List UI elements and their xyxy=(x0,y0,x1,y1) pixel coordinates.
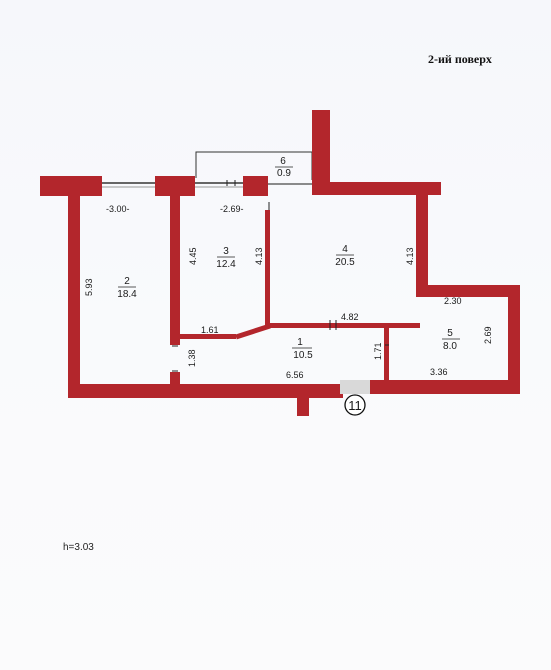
wall-right-room4 xyxy=(416,182,428,297)
dim-room3-height: 4.45 xyxy=(188,247,198,265)
wall-room4-hall xyxy=(270,323,420,328)
wall-room2-room3 xyxy=(170,190,180,345)
walls xyxy=(40,110,520,416)
dim-room2-width: -3.00- xyxy=(106,204,130,214)
room-2-area: 18.4 xyxy=(117,289,137,300)
dim-room2-height: 5.93 xyxy=(84,278,94,296)
dim-hall-left-height: 1.38 xyxy=(187,349,197,367)
axis-marker-circle xyxy=(344,394,366,416)
dim-room3-width: -2.69- xyxy=(220,204,244,214)
wall-stub-top xyxy=(312,110,330,192)
room-labels: 2 18.4 3 12.4 4 20.5 1 10.5 5 8.0 6 0.9 xyxy=(117,156,460,361)
door-ticks xyxy=(172,180,389,372)
room-1-area: 10.5 xyxy=(293,350,313,361)
dim-room5-right: 2.69 xyxy=(483,326,493,344)
wall-hall-room5 xyxy=(384,327,389,382)
wall-bottom-door xyxy=(340,380,370,394)
wall-stub-bottom xyxy=(297,394,309,416)
wall-pillar-right xyxy=(243,176,268,196)
wall-top-right xyxy=(312,182,441,195)
dim-room5-top: 2.30 xyxy=(444,296,462,306)
wall-bottom-right xyxy=(370,380,520,394)
wall-room3-room4 xyxy=(265,210,270,328)
axis-marker-label: 11 xyxy=(348,398,362,413)
dim-hall-right-height: 1.71 xyxy=(373,342,383,360)
wall-diagonal xyxy=(235,323,271,340)
room-5-number: 5 xyxy=(447,328,453,339)
wall-pillar-mid xyxy=(155,176,195,196)
dim-room4-right: 4.13 xyxy=(405,247,415,265)
axis-marker: 11 xyxy=(344,394,366,416)
floor-title: 2-ий поверх xyxy=(428,52,492,66)
room-3-number: 3 xyxy=(223,246,229,257)
wall-left xyxy=(68,194,80,398)
dimension-labels: -3.00- -2.69- 5.93 4.45 4.13 4.13 1.61 4… xyxy=(84,204,493,380)
wall-room2-hall-stub xyxy=(170,372,180,386)
wall-pillar-left xyxy=(40,176,102,196)
room-1-number: 1 xyxy=(297,337,303,348)
wall-top-room5 xyxy=(416,285,520,297)
dim-hall-bottom: 6.56 xyxy=(286,370,304,380)
room-5-area: 8.0 xyxy=(443,341,457,352)
dim-room4-bottom: 4.82 xyxy=(341,312,359,322)
ceiling-height-note: h=3.03 xyxy=(63,542,94,553)
room-6-area: 0.9 xyxy=(277,168,291,179)
wall-right-room5 xyxy=(508,285,520,394)
dim-room5-bottom: 3.36 xyxy=(430,367,448,377)
wall-room3-hall xyxy=(178,334,236,339)
room-2-number: 2 xyxy=(124,276,130,287)
room-4-area: 20.5 xyxy=(335,257,355,268)
room-4-number: 4 xyxy=(342,244,348,255)
room-6-number: 6 xyxy=(280,156,286,167)
balcony-outline xyxy=(195,151,313,180)
dim-room3-right: 4.13 xyxy=(254,247,264,265)
dim-hall-left: 1.61 xyxy=(201,325,219,335)
wall-bottom-left xyxy=(68,384,343,398)
room-3-area: 12.4 xyxy=(216,259,236,270)
